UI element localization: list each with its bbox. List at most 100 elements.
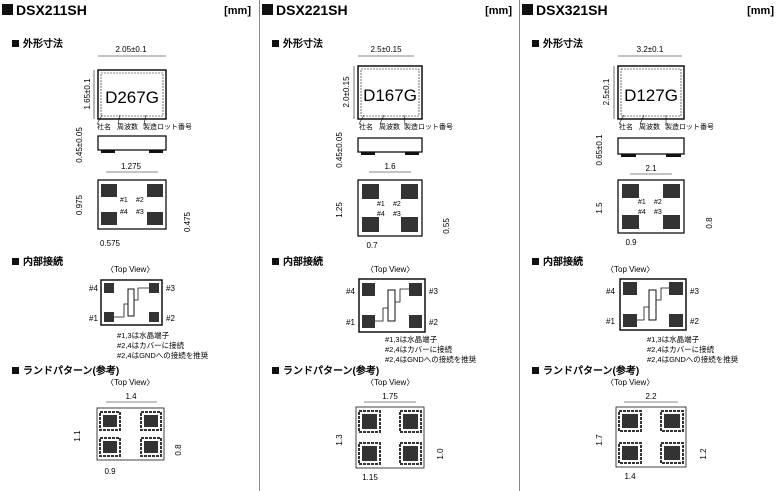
mark-company: 社名 bbox=[619, 122, 633, 131]
product-title: DSX321SH bbox=[536, 2, 608, 18]
dim-pad-pitch-x: 1.275 bbox=[121, 162, 142, 171]
note-gnd-pins: #2,4はGNDへの接続を推奨 bbox=[117, 350, 209, 360]
svg-text:#4: #4 bbox=[89, 284, 98, 293]
package-side-view bbox=[617, 137, 685, 155]
product-column-3: DSX321SH [mm] 外形寸法 3.2±0.1 D127G 2.5±0.1… bbox=[519, 0, 779, 491]
svg-text:#1: #1 bbox=[377, 201, 385, 208]
land-outline bbox=[615, 406, 687, 468]
pad bbox=[147, 212, 163, 225]
svg-text:#3: #3 bbox=[429, 287, 438, 296]
svg-text:#3: #3 bbox=[136, 209, 144, 216]
section-land-title: ランドパターン(参考) bbox=[543, 364, 639, 377]
dim-height: 1.65±0.1 bbox=[83, 78, 92, 110]
pad bbox=[101, 212, 117, 225]
dim-pad-width: 0.7 bbox=[366, 241, 378, 250]
svg-text:#1: #1 bbox=[638, 199, 646, 206]
mark-frequency: 周波数 bbox=[639, 122, 660, 131]
dim-pad-pitch-y: 0.975 bbox=[75, 194, 84, 215]
land-pad bbox=[144, 441, 158, 453]
dim-pad-pitch-y: 1.25 bbox=[335, 202, 344, 218]
product-title: DSX221SH bbox=[276, 2, 348, 18]
package-body bbox=[357, 65, 423, 120]
svg-text:#3: #3 bbox=[654, 209, 662, 216]
svg-text:#4: #4 bbox=[120, 209, 128, 216]
title-square-icon bbox=[262, 4, 273, 15]
section-outline-title: 外形寸法 bbox=[542, 37, 583, 50]
mark-lot: 製造ロット番号 bbox=[404, 122, 453, 131]
package-marking: D127G bbox=[624, 86, 678, 105]
crystal-symbol bbox=[387, 289, 396, 322]
dim-land-pad-height: 0.8 bbox=[174, 444, 183, 456]
dim-land-width: 1.75 bbox=[382, 392, 398, 401]
land-pad bbox=[362, 414, 377, 429]
top-view-label: 〈Top View〉 bbox=[106, 265, 154, 274]
dim-land-height: 1.3 bbox=[335, 434, 344, 446]
note-cover-pins: #2,4はカバーに接続 bbox=[647, 344, 715, 354]
dim-pad-width: 0.9 bbox=[625, 238, 637, 247]
dim-width: 3.2±0.1 bbox=[637, 45, 664, 54]
dim-pad-height: 0.475 bbox=[183, 211, 192, 232]
svg-text:#3: #3 bbox=[690, 287, 699, 296]
land-outline bbox=[355, 406, 425, 469]
mark-lot: 製造ロット番号 bbox=[665, 122, 714, 131]
note-cover-pins: #2,4はカバーに接続 bbox=[385, 344, 453, 354]
mark-company: 社名 bbox=[97, 122, 111, 131]
dim-pad-pitch-y: 1.5 bbox=[595, 202, 604, 214]
svg-text:#1: #1 bbox=[89, 314, 98, 323]
land-pad bbox=[622, 446, 638, 460]
dim-height: 2.5±0.1 bbox=[602, 78, 611, 105]
svg-text:#4: #4 bbox=[377, 211, 385, 218]
dim-land-pad-width: 1.15 bbox=[362, 473, 378, 482]
top-view-label: 〈Top View〉 bbox=[606, 378, 654, 387]
svg-text:#3: #3 bbox=[393, 211, 401, 218]
crystal-symbol bbox=[127, 288, 135, 317]
pad bbox=[362, 217, 379, 232]
dim-land-height: 1.7 bbox=[595, 434, 604, 446]
section-square-icon bbox=[532, 40, 539, 47]
land-pad bbox=[144, 415, 158, 427]
svg-text:#2: #2 bbox=[429, 318, 438, 327]
top-view-label: 〈Top View〉 bbox=[366, 378, 414, 387]
dim-pad-height: 0.8 bbox=[705, 217, 714, 229]
package-side-view bbox=[357, 137, 423, 153]
dim-thickness: 0.65±0.1 bbox=[595, 134, 604, 166]
title-square-icon bbox=[2, 4, 13, 15]
land-pad bbox=[403, 446, 418, 461]
mark-company: 社名 bbox=[359, 122, 373, 131]
unit-label: [mm] bbox=[224, 5, 251, 17]
land-pad bbox=[362, 446, 377, 461]
pad bbox=[401, 184, 418, 199]
svg-text:#4: #4 bbox=[606, 287, 615, 296]
section-outline-title: 外形寸法 bbox=[22, 37, 63, 50]
dim-land-pad-width: 0.9 bbox=[104, 467, 116, 476]
pad bbox=[622, 184, 639, 198]
dim-pad-width: 0.575 bbox=[100, 239, 121, 248]
land-outline bbox=[96, 407, 165, 461]
note-crystal-pins: #1,3は水晶端子 bbox=[647, 334, 700, 344]
section-square-icon bbox=[272, 40, 279, 47]
note-gnd-pins: #2,4はGNDへの接続を推奨 bbox=[647, 354, 739, 364]
note-gnd-pins: #2,4はGNDへの接続を推奨 bbox=[385, 354, 477, 364]
dim-land-height: 1.1 bbox=[73, 430, 82, 442]
dim-width: 2.5±0.15 bbox=[370, 45, 402, 54]
section-square-icon bbox=[12, 258, 19, 265]
section-land-title: ランドパターン(参考) bbox=[23, 364, 119, 377]
mark-lot: 製造ロット番号 bbox=[143, 122, 192, 131]
section-internal-title: 内部接続 bbox=[23, 255, 63, 268]
dim-land-pad-height: 1.2 bbox=[699, 448, 708, 460]
dim-height: 2.0±0.15 bbox=[342, 76, 351, 108]
note-cover-pins: #2,4はカバーに接続 bbox=[117, 340, 185, 350]
top-view-label: 〈Top View〉 bbox=[106, 378, 154, 387]
mark-frequency: 周波数 bbox=[379, 122, 400, 131]
product-column-1: DSX211SH [mm] 外形寸法 2.05±0.1 D267G 1.65±0… bbox=[0, 0, 259, 491]
package-marking: D267G bbox=[105, 88, 159, 107]
dim-thickness: 0.45±0.05 bbox=[75, 127, 84, 163]
product-title: DSX211SH bbox=[16, 2, 87, 18]
package-body bbox=[97, 69, 167, 120]
svg-text:#1: #1 bbox=[606, 317, 615, 326]
svg-text:#2: #2 bbox=[690, 317, 699, 326]
mark-frequency: 周波数 bbox=[117, 122, 138, 131]
dim-land-width: 2.2 bbox=[645, 392, 657, 401]
pad bbox=[362, 184, 379, 199]
package-body bbox=[617, 65, 685, 120]
